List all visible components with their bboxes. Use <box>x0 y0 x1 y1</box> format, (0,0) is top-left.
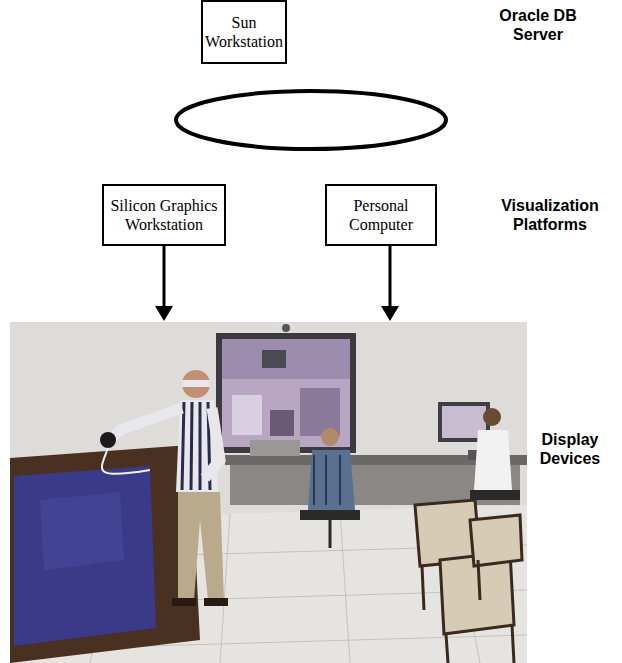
room-photo-part <box>10 445 200 663</box>
workstation-box: Personal Computer <box>325 184 437 246</box>
room-photo-part <box>250 440 300 456</box>
network-ring-part <box>176 91 446 149</box>
room-photo-part-part <box>512 625 514 663</box>
network-ring <box>176 91 446 149</box>
box-label: Sun Workstation <box>205 13 283 51</box>
room-photo-part <box>483 408 501 426</box>
room-photo-part-part <box>478 560 480 600</box>
room-photo-part <box>321 428 339 446</box>
room-photo-part <box>14 466 156 646</box>
room-photo-part <box>204 598 228 606</box>
workstation-box: Silicon Graphics Workstation <box>102 184 226 246</box>
room-photo-part <box>329 520 332 548</box>
room-photo-part <box>415 500 522 634</box>
box-label: Personal Computer <box>332 196 430 234</box>
room-photo-part <box>182 370 210 398</box>
down-arrow <box>155 246 173 321</box>
room-photo-part <box>282 324 290 332</box>
box-label: Silicon Graphics Workstation <box>109 196 219 234</box>
room-photo-part <box>172 598 196 606</box>
room-photo-part <box>313 455 315 505</box>
down-arrow <box>381 246 399 321</box>
tier-label: Display Devices <box>525 430 615 468</box>
tier-label: Visualization Platforms <box>485 196 615 234</box>
room-photo-part <box>40 492 124 570</box>
workstation-box: Sun Workstation <box>201 0 287 64</box>
room-photo-part-part <box>191 402 192 490</box>
room-photo-part <box>470 490 520 500</box>
room-photo-part <box>474 430 512 490</box>
room-photo-part <box>102 448 150 474</box>
room-photo-part-part <box>340 511 350 663</box>
down-arrow-part <box>389 246 392 308</box>
room-photo-part <box>112 408 182 438</box>
room-photo-part <box>182 380 210 387</box>
room-photo-part-part <box>440 552 514 634</box>
room-photo-part <box>178 492 224 600</box>
room-photo-part <box>270 410 294 436</box>
room-photo-part <box>308 450 355 510</box>
down-arrow-part <box>155 306 173 321</box>
room-photo-part <box>10 322 527 663</box>
room-photo-part <box>262 350 286 368</box>
room-photo-part-part <box>470 515 522 566</box>
down-arrow-part <box>163 246 166 308</box>
room-photo-part <box>325 455 327 505</box>
room-photo-part <box>232 395 262 435</box>
room-photo-part-part <box>199 402 202 490</box>
room-photo-part <box>300 388 340 436</box>
room-photo-part <box>205 408 220 478</box>
room-photo-part <box>100 432 116 448</box>
tier-label: Oracle DB Server <box>492 6 584 44</box>
room-photo-part-part <box>446 634 448 663</box>
room-photo <box>10 322 527 663</box>
room-photo-part-part <box>422 566 424 610</box>
room-photo-part <box>222 339 350 379</box>
room-photo-part <box>300 510 360 520</box>
room-photo-part <box>222 339 350 447</box>
room-photo-part-part <box>182 402 184 490</box>
room-photo-part <box>422 560 514 663</box>
room-photo-part <box>216 333 356 453</box>
down-arrow-part <box>381 306 399 321</box>
room-photo-part <box>339 455 341 505</box>
